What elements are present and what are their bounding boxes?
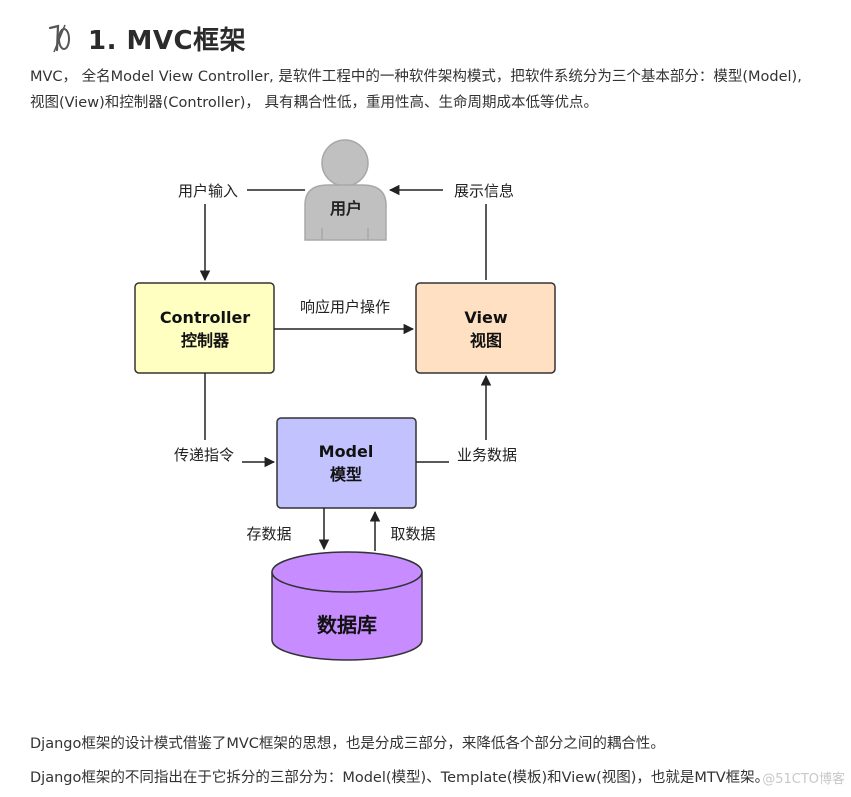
view-subtitle: 视图 [470,331,502,350]
watermark: @51CTO博客 [762,772,845,787]
model-subtitle: 模型 [330,465,362,484]
user-icon [304,139,387,241]
model-title: Model [319,442,374,461]
controller-title: Controller [160,308,250,327]
view-title: View [464,308,507,327]
edge-label-fetch-data: 取数据 [390,525,435,543]
intro-paragraph-line-1: MVC， 全名Model View Controller, 是软件工程中的一种软… [30,69,802,85]
model-box [276,417,417,509]
controller-subtitle: 控制器 [181,331,230,350]
edge-label-store-data: 存数据 [246,525,291,543]
edge-label-pass-command: 传递指令 [174,446,234,464]
edge-label-business-data: 业务数据 [457,446,517,464]
edge-label-respond: 响应用户操作 [300,298,390,316]
intro-paragraph-line-2: 视图(View)和控制器(Controller)， 具有耦合性低，重用性高、生命… [30,95,598,111]
outro-paragraph-line-1: Django框架的设计模式借鉴了MVC框架的思想，也是分成三部分，来降低各个部分… [30,736,665,752]
edge-label-show-info: 展示信息 [454,182,514,200]
view-box [415,282,556,374]
database-label: 数据库 [317,613,377,637]
database-icon [271,551,423,661]
section-heading: 1. MVC框架 [44,18,246,58]
link-icon [48,24,70,53]
user-label: 用户 [330,199,362,218]
edge-label-user-input: 用户输入 [178,182,238,200]
controller-box [134,282,275,374]
page-title: 1. MVC框架 [88,25,247,56]
outro-paragraph-line-2: Django框架的不同指出在于它拆分的三部分为：Model(模型)、Templa… [30,770,770,786]
